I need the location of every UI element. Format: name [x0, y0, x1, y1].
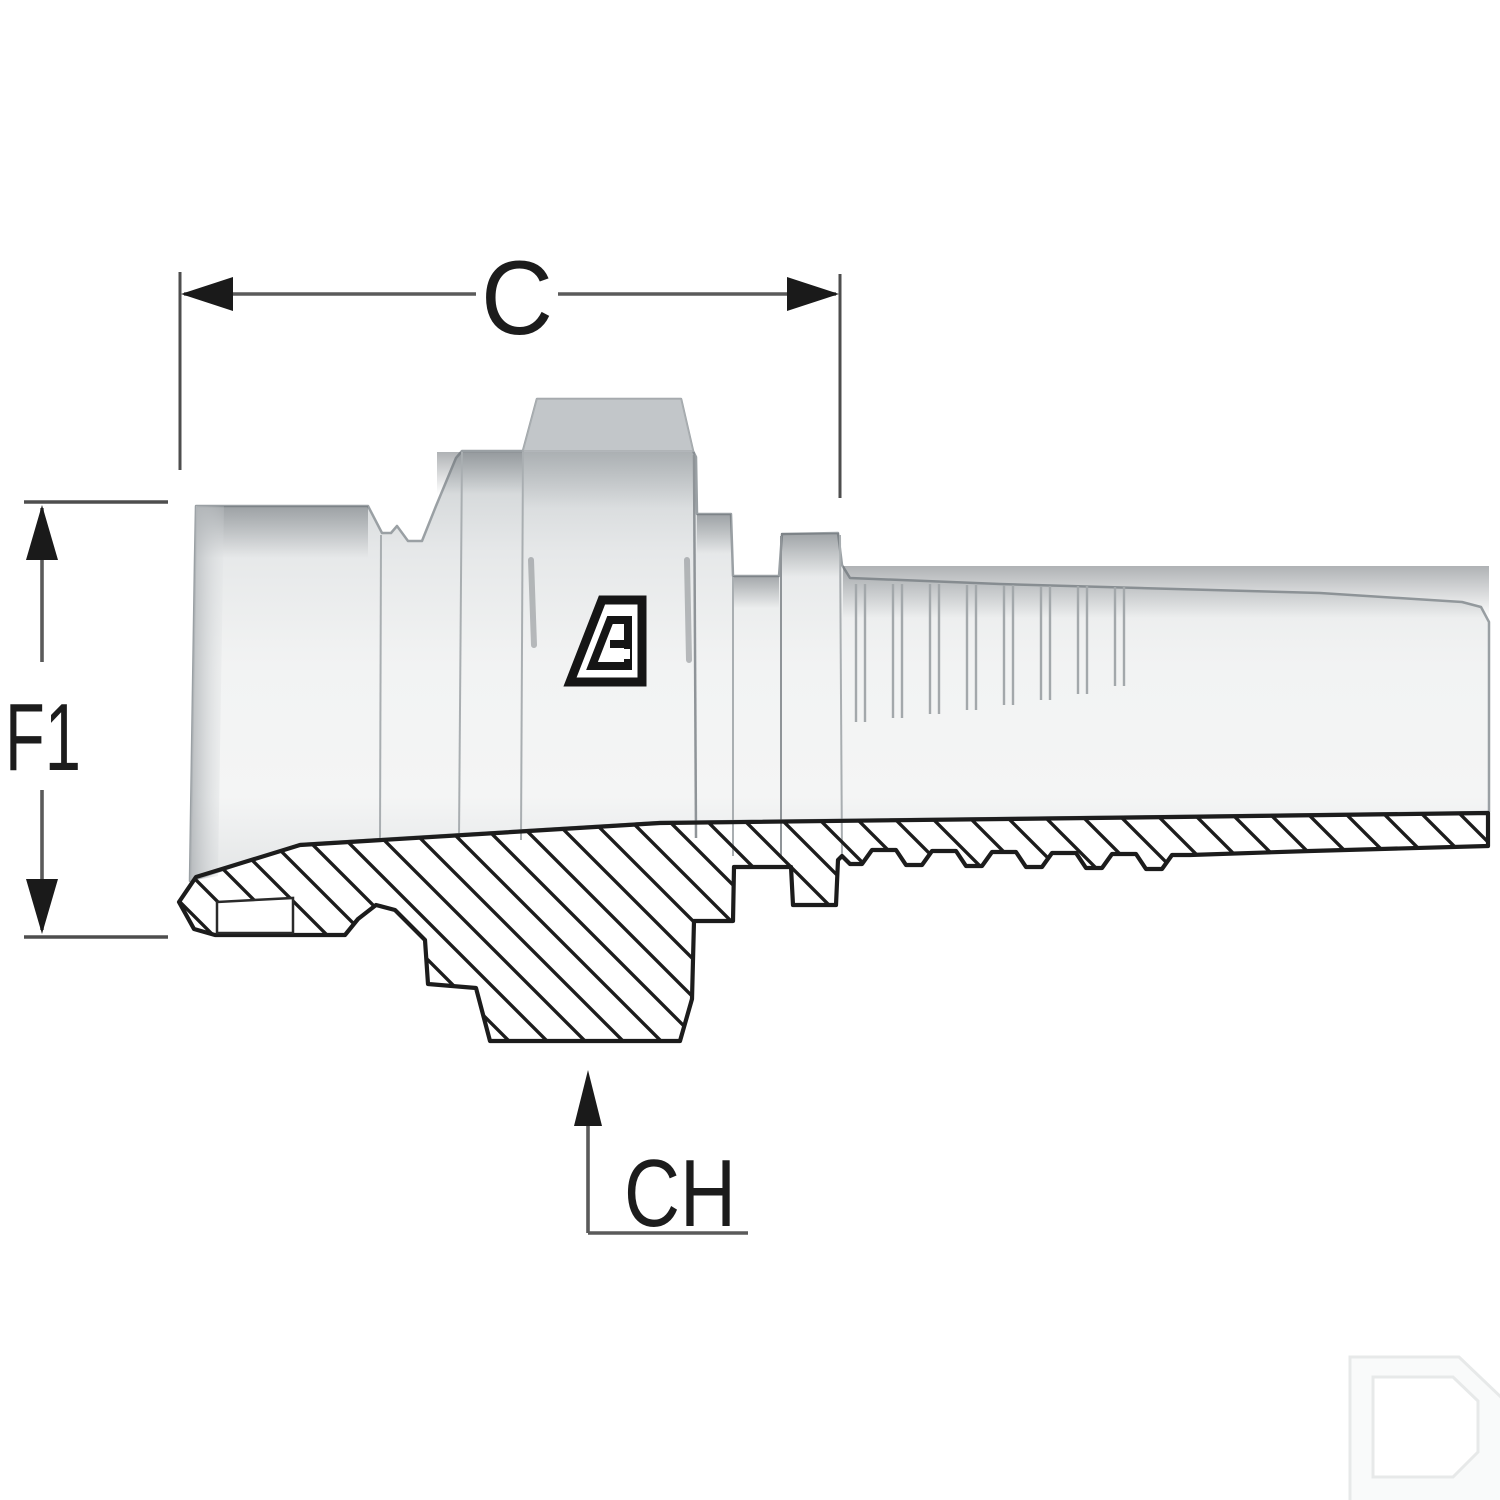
hex-corner-shadows [528, 557, 692, 663]
fitting-cross-section [176, 810, 1491, 1044]
neck-top-shade [733, 576, 779, 608]
dimension-f1: F1 [5, 500, 168, 939]
logo-inner-shape [586, 616, 632, 670]
watermark-inner [1371, 1375, 1480, 1479]
ring-top-shade [781, 533, 839, 577]
barb-ridge-lines [854, 584, 1126, 722]
c-dimension-label: C [481, 240, 553, 357]
f1-arrowhead-up [26, 505, 58, 560]
tail-top-shade [843, 566, 1489, 618]
collar-top-shade [437, 452, 523, 494]
hex-top-face [522, 398, 694, 452]
f1-dimension-label: F1 [5, 684, 81, 791]
thread-relief-detail [215, 896, 295, 935]
section-edge-lines [379, 451, 843, 859]
cross-section-outline [176, 810, 1491, 1044]
fitting-body [188, 397, 1491, 883]
alfagomma-logo-mark [563, 595, 647, 687]
c-arrowhead-left [181, 277, 233, 311]
thread-top-shade [197, 506, 368, 558]
collar2-top-shade [697, 514, 731, 554]
c-arrowhead-right [787, 277, 839, 311]
end-face-shade [190, 506, 224, 881]
dimension-c: C [178, 240, 842, 498]
watermark-letter-d [1348, 1355, 1500, 1500]
ch-dimension-label: CH [624, 1140, 736, 1247]
hex-face-top-shade [524, 452, 695, 508]
logo-notch [617, 649, 630, 659]
f1-arrowhead-down [26, 879, 58, 934]
dimension-ch: CH [574, 1070, 748, 1247]
ch-arrowhead-up [574, 1070, 602, 1126]
